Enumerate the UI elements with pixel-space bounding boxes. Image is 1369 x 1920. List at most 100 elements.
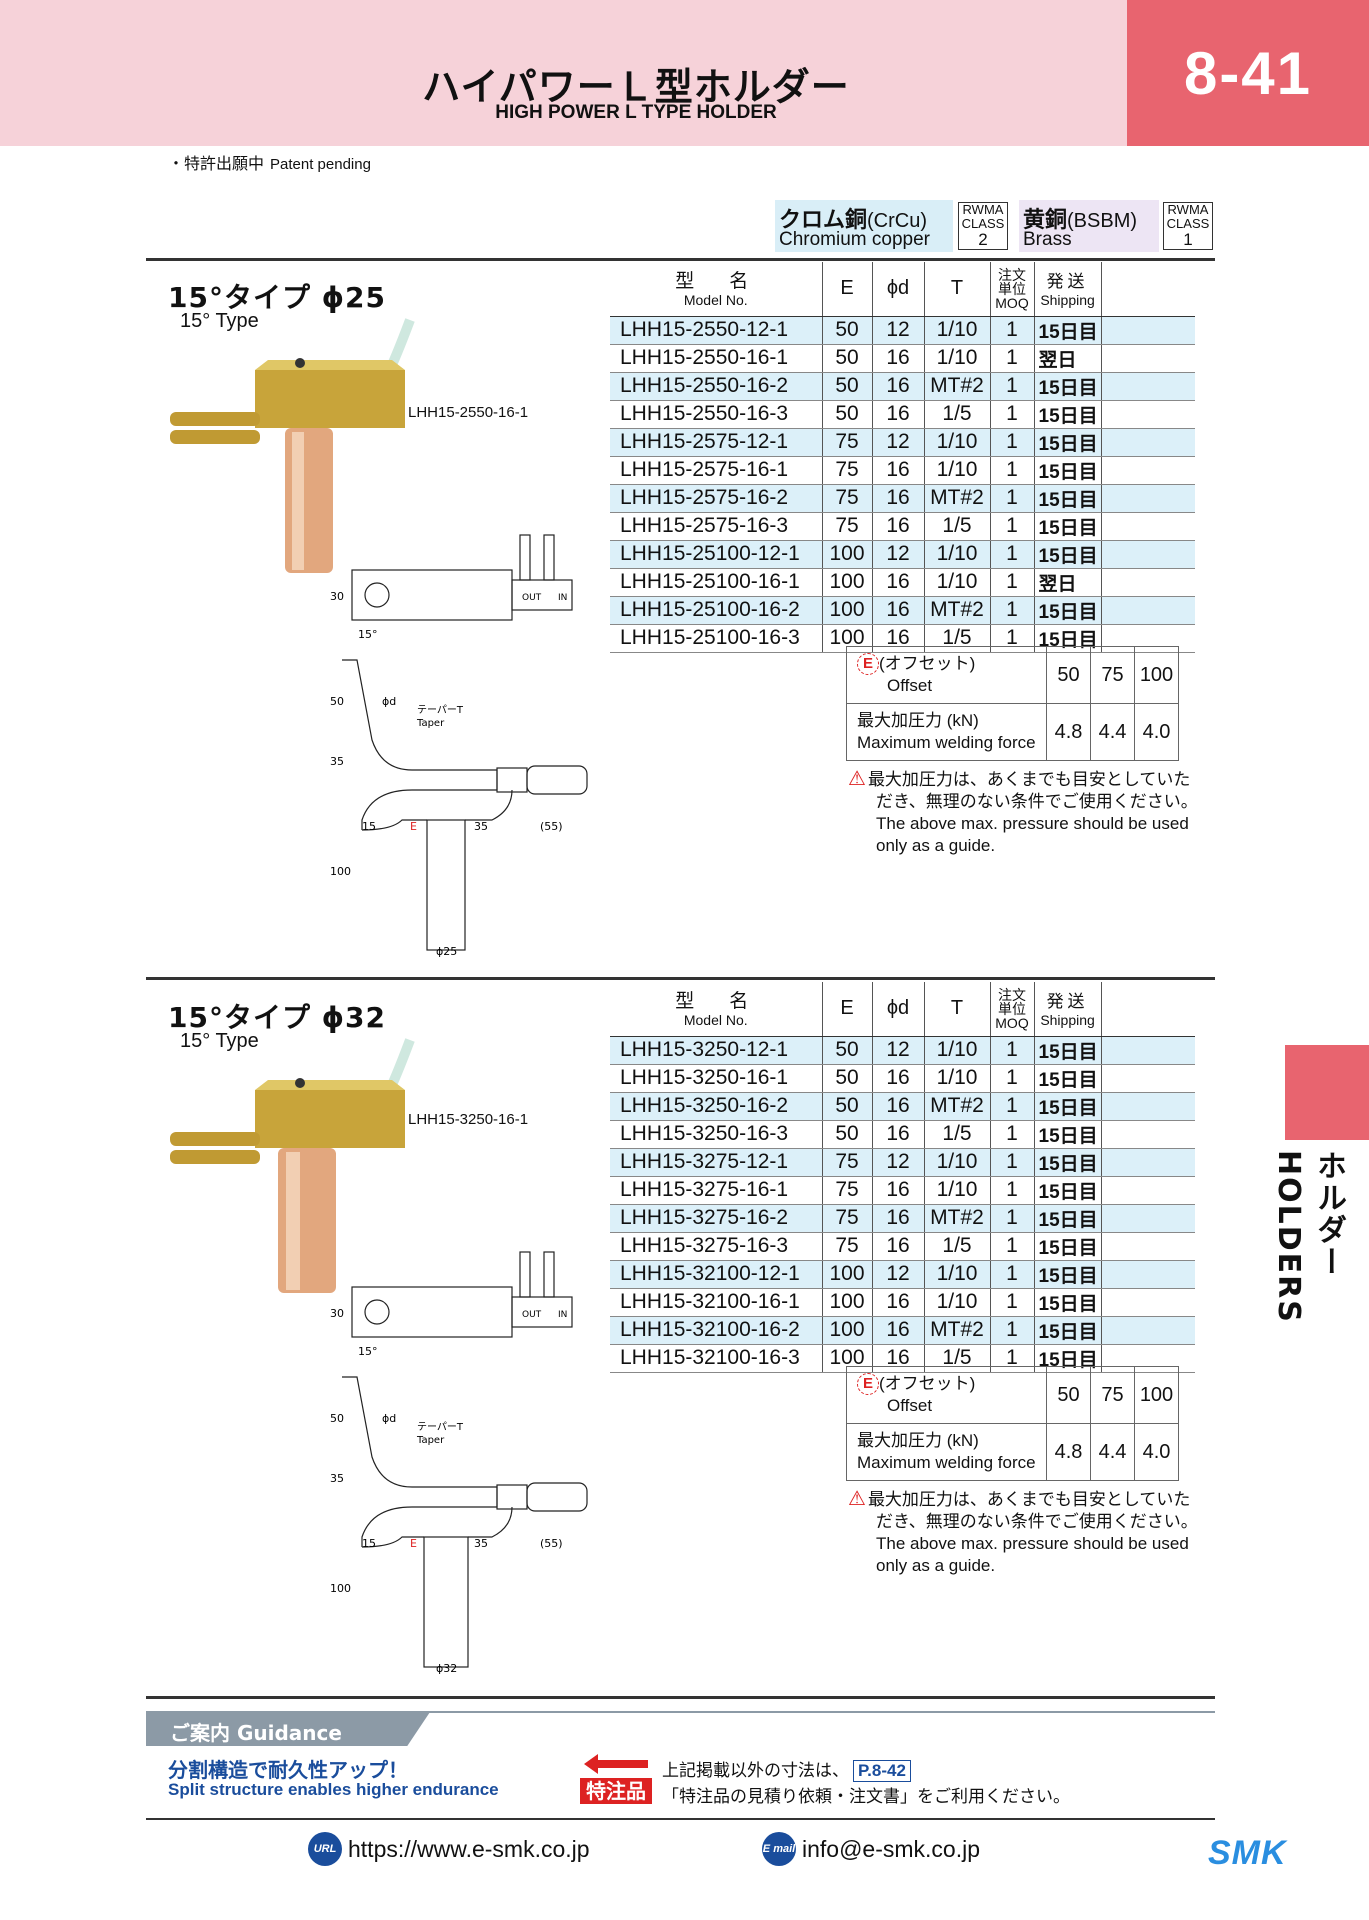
cell-ship: 15日目 [1033, 1120, 1102, 1149]
cell-model: LHH15-2575-16-3 [610, 512, 822, 541]
cell-ship: 15日目 [1033, 400, 1102, 429]
holder-photo [170, 1038, 415, 1293]
cell-ship: 15日目 [1033, 428, 1102, 457]
cell-moq: 1 [989, 1120, 1034, 1149]
cell-moq: 1 [989, 1064, 1034, 1093]
material-brass: 黄銅(BSBM) Brass [1019, 200, 1159, 252]
cell-d: 12 [871, 1036, 924, 1065]
cell-ship: 15日目 [1033, 1288, 1102, 1317]
cell-d: 16 [871, 400, 924, 429]
col-t: T [923, 982, 990, 1037]
page-ref-link[interactable]: P.8-42 [853, 1760, 911, 1782]
cell-t: 1/10 [923, 568, 990, 597]
cell-moq: 1 [989, 1204, 1034, 1233]
taper-jp: テーパーT [417, 1421, 464, 1433]
cell-ship: 15日目 [1033, 1148, 1102, 1177]
holder-photo [170, 318, 415, 573]
cell-t: 1/10 [923, 1176, 990, 1205]
cell-e: 50 [821, 372, 872, 401]
cell-model: LHH15-2550-12-1 [610, 316, 822, 345]
special-order-badge: 特注品 [580, 1752, 652, 1804]
cell-e: 50 [821, 400, 872, 429]
cell-d: 16 [871, 484, 924, 513]
taper-en: Taper [416, 1435, 445, 1446]
section-divider [146, 258, 1215, 261]
cell-d: 16 [871, 1176, 924, 1205]
guidance-jp: 分割構造で耐久性アップ！ [168, 1758, 408, 1782]
dim-dia: ϕ32 [436, 1662, 457, 1675]
cell-ship: 15日目 [1033, 372, 1102, 401]
port-out: OUT [522, 593, 542, 603]
cell-t: MT#2 [923, 484, 990, 513]
dimension-drawing: 30 15° 50 35 100 15 E 35 (55) ϕd テーパーT T… [330, 534, 588, 958]
dim-15: 15 [362, 820, 376, 833]
cell-moq: 1 [989, 400, 1034, 429]
cell-d: 16 [871, 1092, 924, 1121]
cell-e: 100 [821, 1260, 872, 1289]
cell-e: 50 [821, 1036, 872, 1065]
cell-d: 16 [871, 1120, 924, 1149]
cell-ship: 15日目 [1033, 316, 1102, 345]
guidance-line2: 「特注品の見積り依頼・注文書」をご利用ください。 [662, 1787, 1070, 1807]
cell-e: 75 [821, 1204, 872, 1233]
dim-15deg: 15° [358, 628, 378, 641]
cell-moq: 1 [989, 1260, 1034, 1289]
col-d: ϕd [871, 982, 924, 1037]
cell-model: LHH15-3250-12-1 [610, 1036, 822, 1065]
cell-t: 1/10 [923, 456, 990, 485]
cell-d: 12 [871, 428, 924, 457]
cell-d: 16 [871, 1204, 924, 1233]
cell-e: 75 [821, 1176, 872, 1205]
cell-model: LHH15-2550-16-1 [610, 344, 822, 373]
cell-moq: 1 [989, 1316, 1034, 1345]
cell-model: LHH15-32100-16-2 [610, 1316, 822, 1345]
cell-t: 1/5 [923, 400, 990, 429]
cell-t: MT#2 [923, 372, 990, 401]
cell-model: LHH15-2575-16-1 [610, 456, 822, 485]
email-icon: E mail [762, 1832, 796, 1866]
col-d: ϕd [871, 262, 924, 317]
cell-moq: 1 [989, 1092, 1034, 1121]
guidance-divider [146, 1696, 1215, 1699]
cell-t: 1/5 [923, 512, 990, 541]
taper-jp: テーパーT [417, 704, 464, 716]
cell-e: 100 [821, 540, 872, 569]
cell-ship: 15日目 [1033, 596, 1102, 625]
cell-e: 50 [821, 1120, 872, 1149]
col-t: T [923, 262, 990, 317]
dim-100: 100 [330, 1582, 351, 1595]
url-icon: URL [308, 1832, 342, 1866]
cell-d: 16 [871, 512, 924, 541]
warning-icon: ⚠ [848, 1488, 866, 1510]
cell-moq: 1 [989, 540, 1034, 569]
cell-d: 16 [871, 372, 924, 401]
section-title: 15°タイプ ϕ32 [168, 1001, 386, 1034]
cell-e: 50 [821, 316, 872, 345]
cell-ship: 15日目 [1033, 456, 1102, 485]
cell-t: 1/10 [923, 316, 990, 345]
cell-e: 75 [821, 1148, 872, 1177]
cell-d: 16 [871, 344, 924, 373]
arrow-left-icon [584, 1754, 648, 1774]
cell-ship: 15日目 [1033, 1176, 1102, 1205]
cell-d: 12 [871, 1260, 924, 1289]
cell-moq: 1 [989, 1288, 1034, 1317]
dim-35: 35 [330, 1472, 344, 1485]
cell-model: LHH15-3275-16-3 [610, 1232, 822, 1261]
dim-15deg: 15° [358, 1345, 378, 1358]
